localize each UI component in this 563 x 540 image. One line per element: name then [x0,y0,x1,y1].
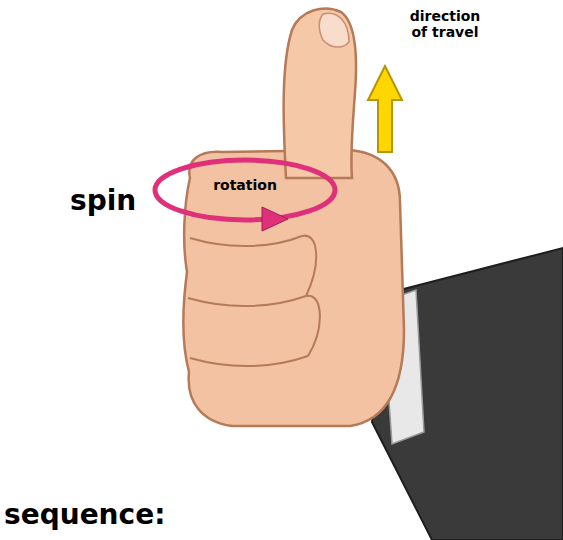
finger-line [190,236,302,246]
rotation-label: rotation [205,178,285,193]
travel-arrow [368,66,402,152]
travel-label: direction of travel [404,8,486,40]
thumb [284,9,356,178]
finger-line [188,296,306,306]
rotation-ring [155,160,335,220]
fist [184,150,405,426]
finger-line [190,356,308,366]
spin-label: spin [70,186,150,217]
sequence-label: sequence: [4,500,244,531]
rotation-arrowhead [262,207,288,231]
thumbnail [319,13,349,47]
knuckle-line [302,236,320,356]
